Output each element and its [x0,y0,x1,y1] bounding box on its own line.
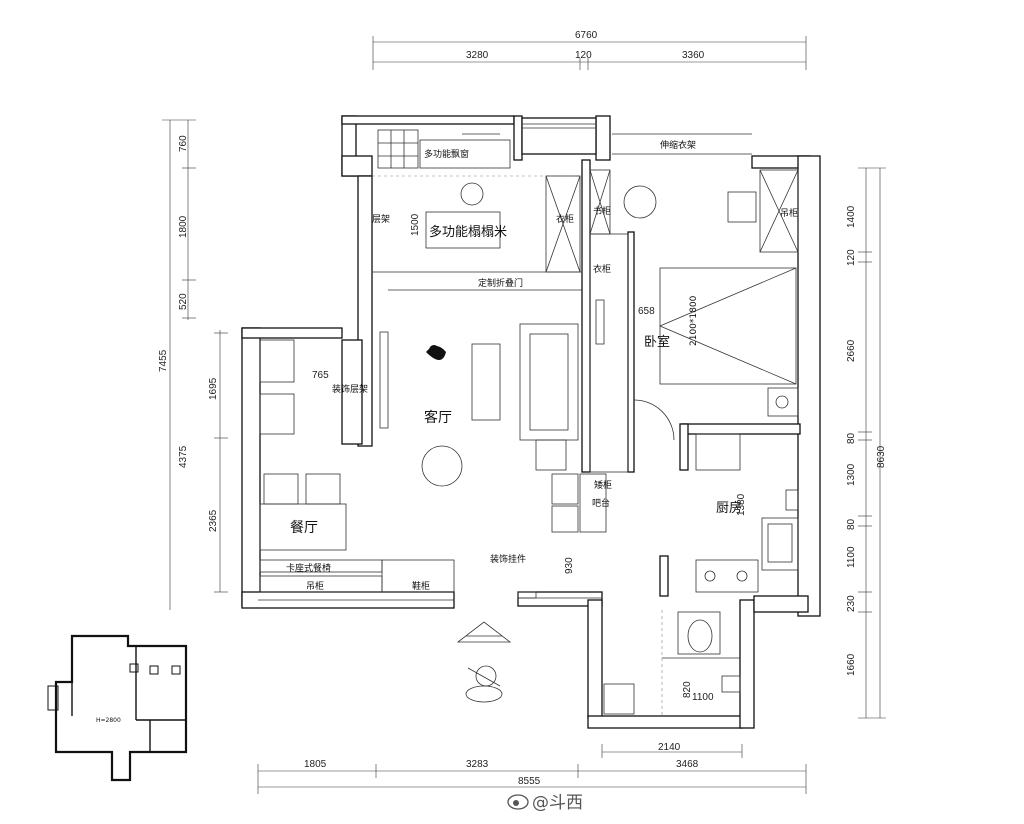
mini-floor-plan [47,634,188,782]
dim-top-total: 6760 [575,30,598,41]
num-bed-size: 2100*1800 [689,295,699,346]
weibo-icon [507,794,529,810]
num-820: 820 [682,681,693,698]
dim-right-total: 8630 [876,445,887,468]
room-kitchen: 厨房 [716,500,742,516]
dim-right-g: 1100 [846,546,857,568]
mini-plan-height: H=2800 [96,717,121,724]
top-dimension-lines [372,36,807,70]
dim-top-mid: 120 [575,50,592,61]
exterior-walls [241,115,821,729]
num-765: 765 [312,370,329,381]
label-bookcase: 书柜 [593,205,611,217]
num-930: 930 [564,557,575,574]
dim-left-a: 760 [178,135,189,152]
dim-right-a: 1400 [846,205,857,228]
right-dimension-lines [858,167,886,719]
windows [258,123,752,601]
label-shelf: 层架 [372,214,390,225]
label-hanging-cabinet: 吊柜 [780,207,798,219]
dim-right-b: 120 [846,249,857,266]
num-1380: 1380 [736,493,747,516]
label-custom-door: 定制折叠门 [478,277,523,289]
dim-bottom-a: 1805 [304,759,327,770]
label-shoe-cabinet: 鞋柜 [412,580,430,592]
room-living: 客厅 [424,409,452,426]
dim-bottom-inner: 2140 [658,742,681,753]
label-desk: 多功能飘窗 [424,148,469,160]
dim-right-c: 2660 [846,339,857,362]
label-wardrobe: 衣柜 [556,213,574,225]
living-area [379,323,607,599]
room-bedroom: 卧室 [644,334,670,350]
label-wardrobe2: 衣柜 [593,263,611,275]
label-hanging-cabinet2: 吊柜 [306,580,324,592]
dining-area [259,339,455,593]
label-deco-shelf: 装饰层架 [332,383,368,395]
dim-bottom-c: 3468 [676,759,699,770]
watermark: @斗西 [532,793,583,813]
dim-left-total: 7455 [158,349,169,372]
bottom-dimension-lines [257,744,807,794]
left-dimension-lines [162,119,228,610]
room-tatami: 多功能榻榻米 [429,224,507,240]
label-booth-seat: 卡座式餐椅 [286,562,331,574]
dim-top-left: 3280 [466,50,489,61]
dim-left-b: 1800 [178,215,189,238]
bedroom-area [589,169,799,473]
label-deco-piece: 装饰挂件 [490,553,526,565]
bathroom-area [603,610,741,716]
dim-left-d: 1695 [208,377,219,400]
dim-left-c: 520 [178,293,189,310]
tatami-area [372,129,582,291]
label-bar: 吧台 [592,497,610,509]
dim-top-right: 3360 [682,50,705,61]
entrance-figure [456,621,512,703]
num-1500: 1500 [410,213,421,236]
dim-bottom-b: 3283 [466,759,489,770]
label-low-cabinet: 矮柜 [594,479,612,491]
num-1100: 1100 [692,692,714,703]
label-drying-rack: 伸缩衣架 [660,139,696,151]
dim-right-e: 1300 [846,463,857,486]
dim-bottom-total: 8555 [518,776,541,787]
dim-left-e: 2365 [208,509,219,532]
dim-right-i: 1660 [846,653,857,676]
num-658: 658 [638,306,655,317]
dim-right-d: 80 [846,432,857,444]
dim-right-h: 230 [846,595,857,612]
dim-right-f: 80 [846,518,857,530]
dim-left-f: 4375 [178,445,189,468]
kitchen-area [695,433,799,593]
room-dining: 餐厅 [290,520,318,536]
